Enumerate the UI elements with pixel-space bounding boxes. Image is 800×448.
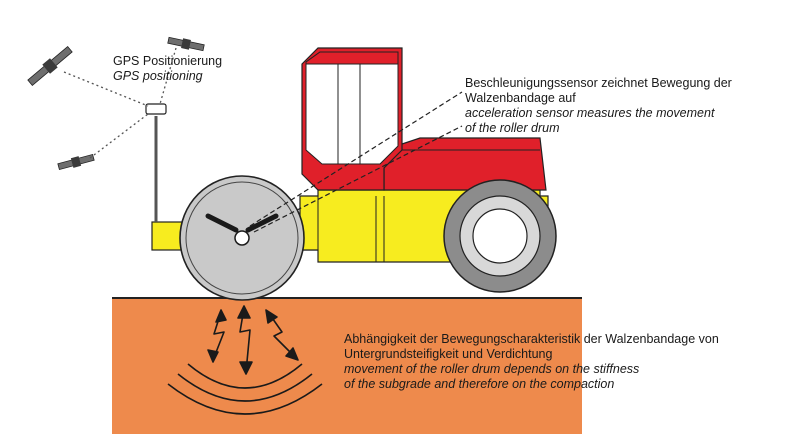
vibration-wave-arcs [167,363,323,415]
gps-label-de: GPS Positionierung [113,54,223,68]
soil-label-en-line2: of the subgrade and therefore on the com… [344,377,615,391]
satellite-icon [167,36,205,52]
roller-cab [301,47,547,191]
soil-label-de-line2: Untergrundsteifigkeit und Verdichtung [344,347,553,361]
vibration-arrow-icon [207,309,227,363]
acceleration-sensor-label: Beschleunigungssensor zeichnet Bewegung … [465,76,732,136]
gps-antenna-icon [145,103,167,222]
soil-label-de-line1: Abhängigkeit der Bewegungscharakteristik… [344,332,719,346]
acceleration-sensor-icon [205,213,279,246]
vibration-arrows [207,305,299,375]
sensor-label-de-line1: Beschleunigungssensor zeichnet Bewegung … [465,76,732,90]
sensor-label-de-line2: Walzenbandage auf [465,91,576,105]
vibration-arrow-icon [265,309,299,361]
satellite-icon [27,46,73,86]
gps-label-en: GPS positioning [113,69,203,83]
sensor-pointer-lines [249,91,463,233]
gps-positioning-label: GPS Positionierung GPS positioning [113,54,222,84]
satellite-icon [57,153,95,171]
drum-movement-dependency-label: Abhängigkeit der Bewegungscharakteristik… [344,332,719,392]
sensor-label-en-line2: of the roller drum [465,121,560,135]
rear-tire [443,179,557,293]
gps-signal-lines [63,47,177,159]
vibration-arrow-icon [237,305,253,375]
sensor-label-en-line1: acceleration sensor measures the movemen… [465,106,715,120]
soil-label-en-line1: movement of the roller drum depends on t… [344,362,640,376]
